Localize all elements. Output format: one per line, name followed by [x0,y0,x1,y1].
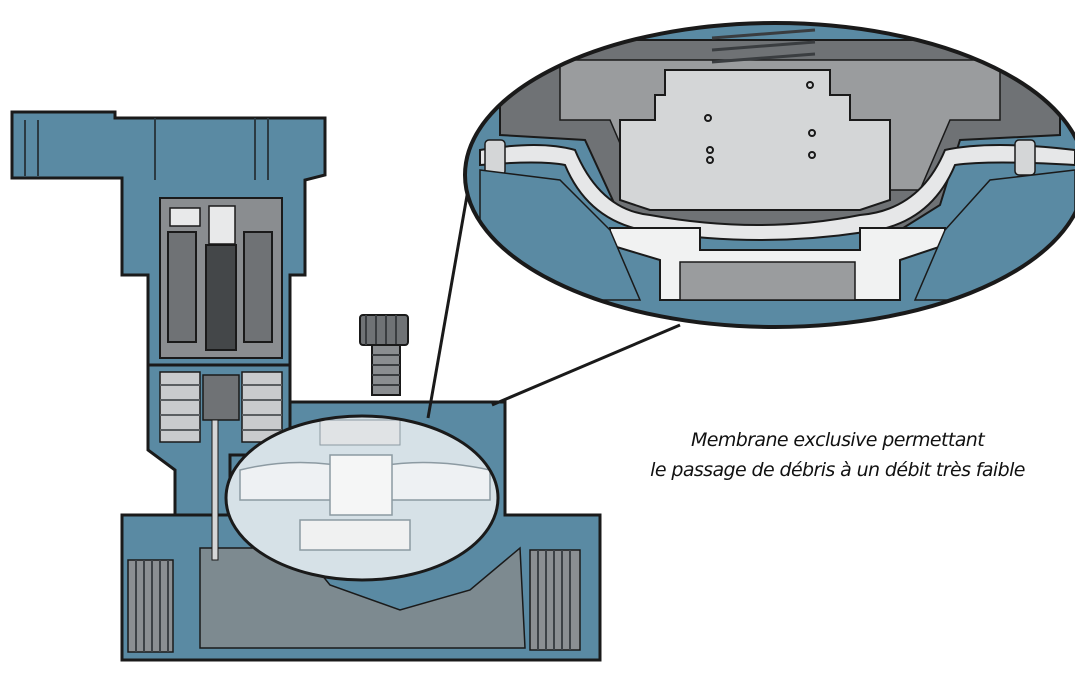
membrane-caption: Membrane exclusive permettant le passage… [600,425,1075,485]
right-thread-port [529,549,581,651]
membrane-zoom-detail [463,21,1075,329]
highlight-lens [224,414,500,582]
left-thread-port [127,559,174,653]
cap-detail-lines [24,118,269,180]
plunger-stem [211,419,219,561]
caption-line-2: le passage de débris à un débit très fai… [650,459,1025,481]
solenoid-coil [159,197,283,359]
caption-line-1: Membrane exclusive permettant [690,429,985,451]
bleed-screw [359,314,409,396]
solenoid-thread-collar [159,371,283,443]
